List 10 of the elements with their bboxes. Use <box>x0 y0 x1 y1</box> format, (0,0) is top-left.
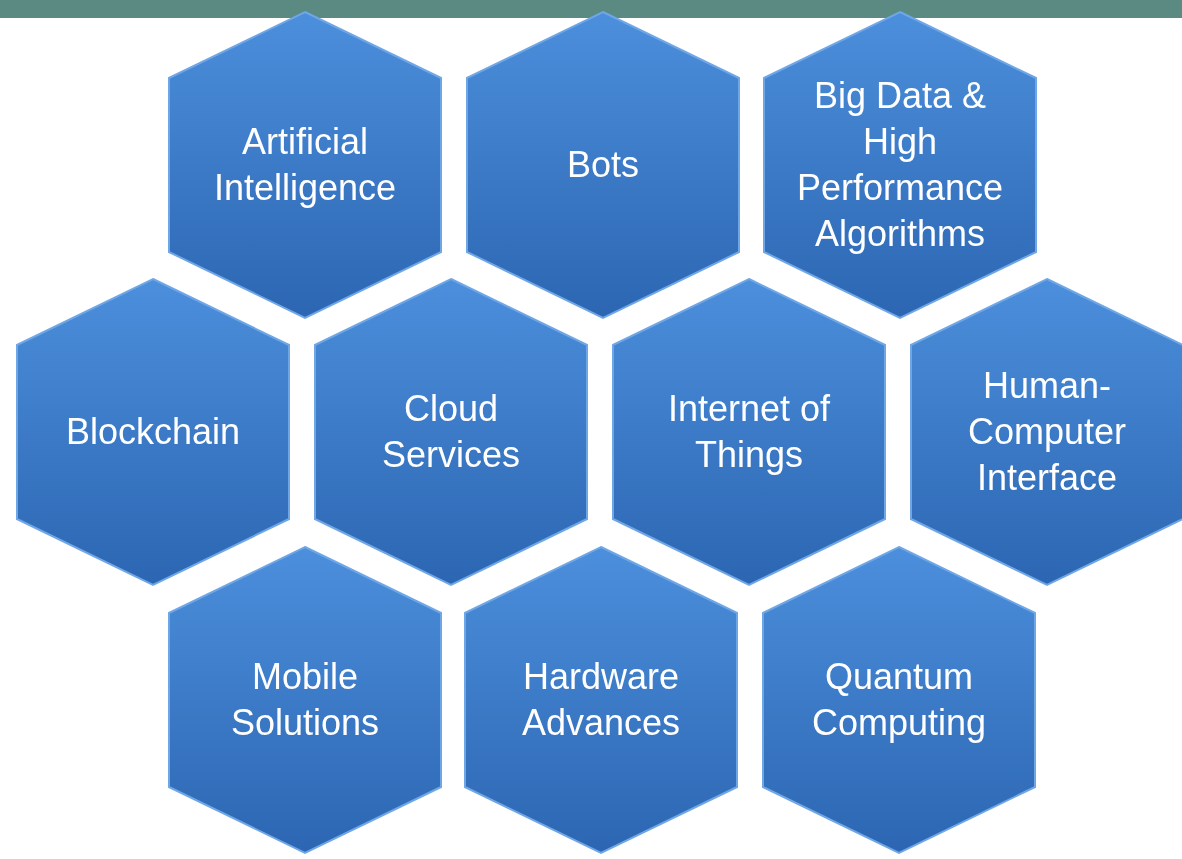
hexagon-label: Bots <box>565 143 640 187</box>
hexagon-label: Quantum Computing <box>810 655 988 745</box>
hexagon-label: Blockchain <box>64 410 242 454</box>
hexagon-label: Mobile Solutions <box>229 655 381 745</box>
hexagon-label: Artificial Intelligence <box>212 120 398 210</box>
hexagon-label: Human-Computer Interface <box>966 364 1128 500</box>
hexagon-label: Cloud Services <box>380 387 521 477</box>
hexagon-label: Internet of Things <box>666 387 832 477</box>
hexagon-label: Hardware Advances <box>520 655 682 745</box>
hexagon-label: Big Data & High Performance Algorithms <box>795 74 1005 256</box>
